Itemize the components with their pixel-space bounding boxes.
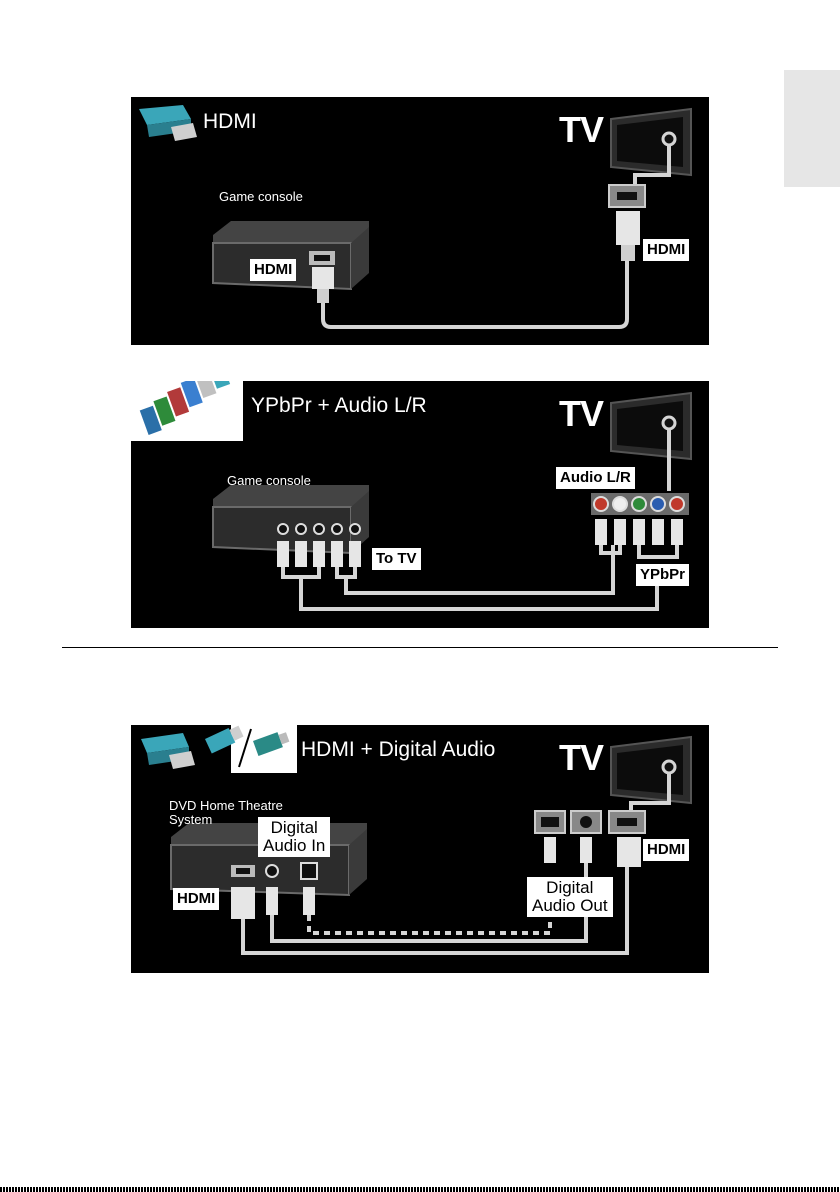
hdmi-plug-icon xyxy=(141,733,195,769)
digital-audio-in-line1: Digital xyxy=(263,819,325,837)
diagram-hdmi: HDMI TV Game console HDMI HDMI xyxy=(131,97,709,345)
device-hdmi-tag: HDMI xyxy=(173,888,219,910)
to-tv-tag: To TV xyxy=(372,548,421,570)
audio-lr-tag: Audio L/R xyxy=(556,467,635,489)
device-label-line1: DVD Home Theatre xyxy=(169,799,283,813)
tv-icon xyxy=(611,393,691,459)
tv-component-ports xyxy=(591,493,689,515)
tv-hdmi-tag: HDMI xyxy=(643,839,689,861)
tv-hdmi-tag: HDMI xyxy=(643,239,689,261)
digital-audio-in-line2: Audio In xyxy=(263,837,325,855)
diagram-title: HDMI xyxy=(203,110,257,134)
diagram-hdmi-graphics xyxy=(131,97,709,345)
ypbpr-tag: YPbPr xyxy=(636,564,689,586)
diagram-ypbpr: YPbPr + Audio L/R TV Game console To TV … xyxy=(131,381,709,628)
diagram-title: HDMI + Digital Audio xyxy=(301,738,495,762)
tv-label: TV xyxy=(559,109,603,151)
game-console-box xyxy=(213,485,369,553)
digital-audio-out-line1: Digital xyxy=(532,879,608,897)
diagram-title: YPbPr + Audio L/R xyxy=(251,394,427,418)
tv-label: TV xyxy=(559,393,603,435)
tv-icon xyxy=(611,737,691,803)
section-divider xyxy=(62,647,778,648)
device-hdmi-tag: HDMI xyxy=(250,259,296,281)
digital-audio-out-tag: Digital Audio Out xyxy=(527,877,613,917)
tv-icon xyxy=(611,109,691,175)
diagram-hdmi-digital-audio: HDMI + Digital Audio TV DVD Home Theatre… xyxy=(131,725,709,973)
device-label: Game console xyxy=(227,474,311,488)
bottom-edge xyxy=(0,1187,840,1192)
diagram-hdmi-digital-audio-graphics xyxy=(131,725,709,973)
device-label: Game console xyxy=(219,190,303,204)
digital-audio-out-line2: Audio Out xyxy=(532,897,608,915)
tv-label: TV xyxy=(559,737,603,779)
diagram-ypbpr-graphics xyxy=(131,381,709,628)
hdmi-plug-icon xyxy=(139,105,197,141)
side-tab xyxy=(784,70,840,187)
digital-audio-in-tag: Digital Audio In xyxy=(258,817,330,857)
